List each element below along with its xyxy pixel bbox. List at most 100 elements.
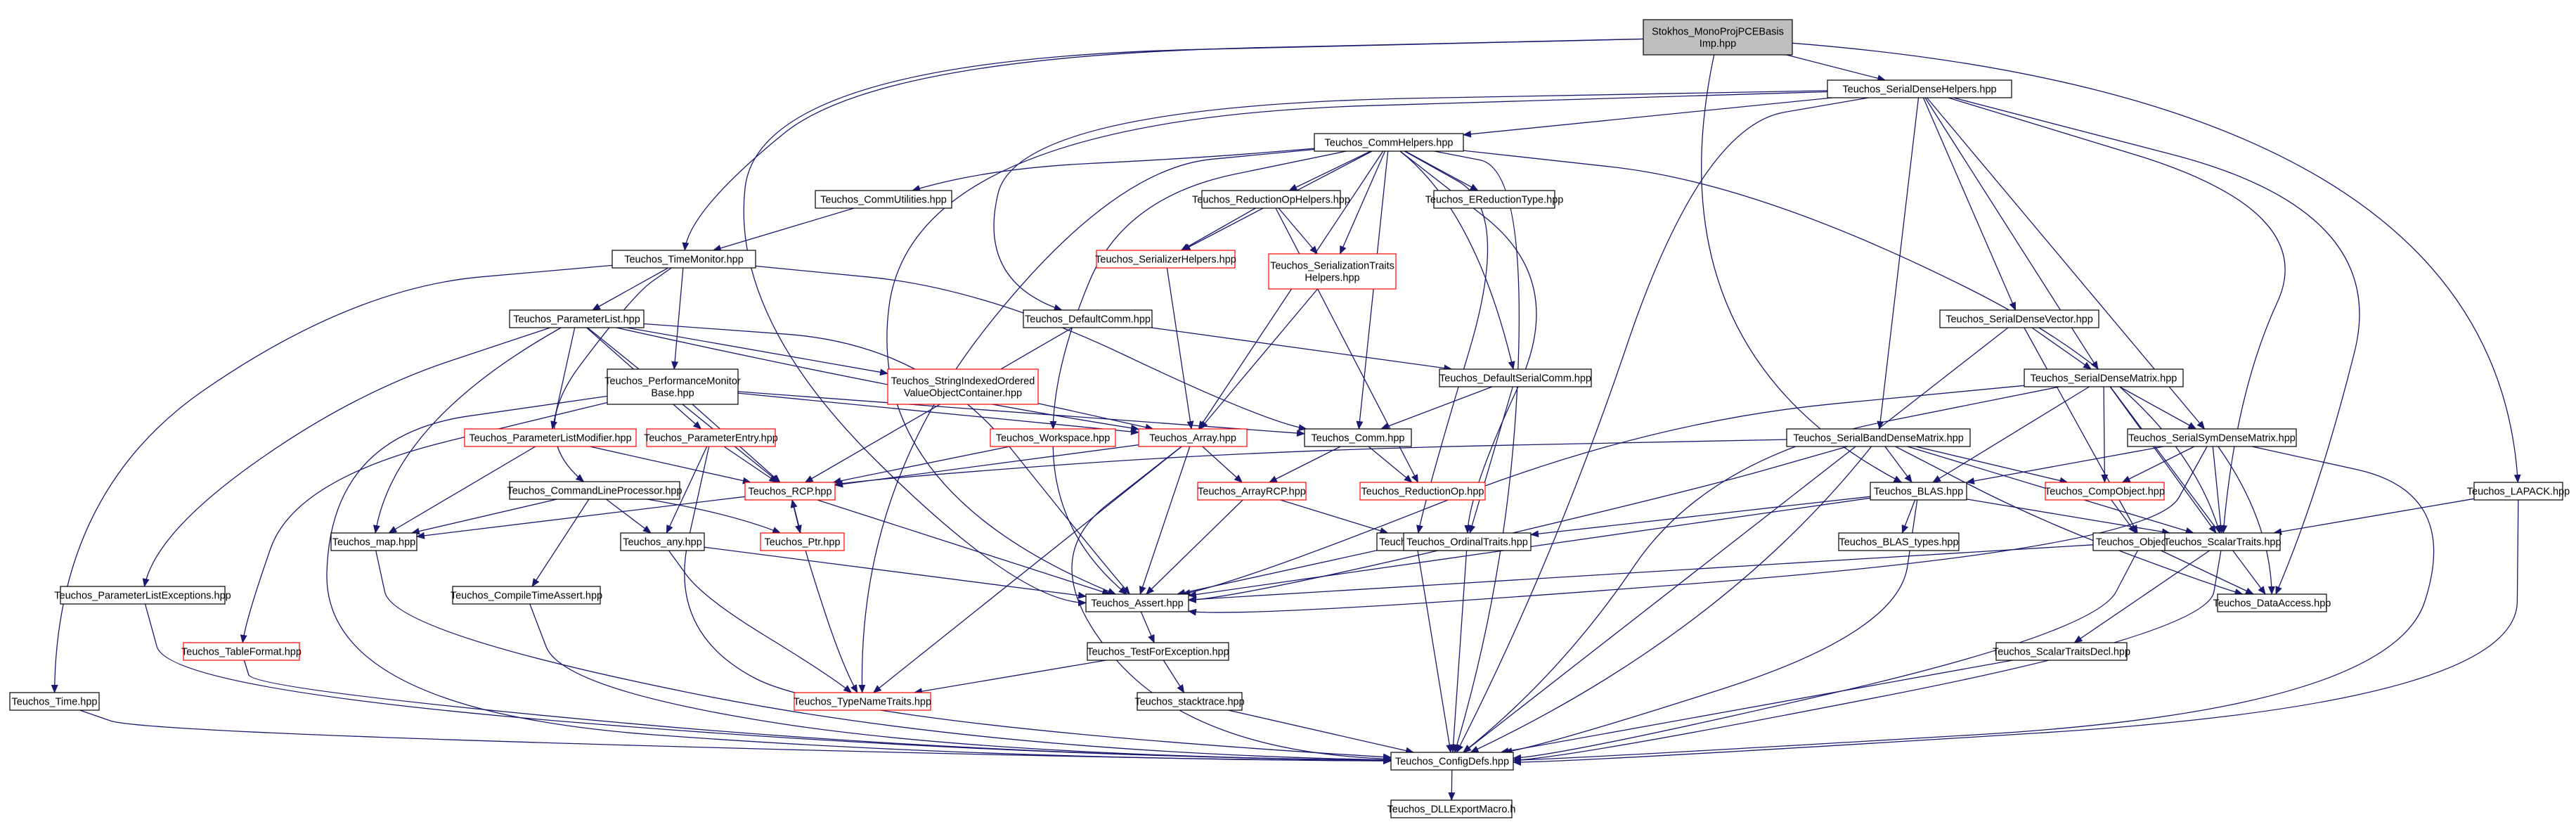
node-box <box>1786 428 1971 447</box>
node-label: Teuchos_TypeNameTraits.hpp <box>794 697 931 708</box>
edge-object-to-configdefs <box>1513 550 2138 761</box>
edge-timemonitor-to-commhpp <box>755 265 1307 432</box>
node-paramentry[interactable]: Teuchos_ParameterEntry.hpp <box>644 428 778 447</box>
edge-paramlist-to-plmodifier <box>550 327 576 430</box>
node-box <box>2045 482 2165 501</box>
node-layer: Stokhos_MonoProjPCEBasisImp.hppTeuchos_S… <box>9 19 2570 818</box>
edge-workspace-to-assert <box>1052 446 1127 595</box>
node-ptr[interactable]: Teuchos_Ptr.hpp <box>760 532 845 551</box>
node-paramlist[interactable]: Teuchos_ParameterList.hpp <box>509 309 645 328</box>
node-timemonitor[interactable]: Teuchos_TimeMonitor.hpp <box>611 250 756 269</box>
edge-configdefs-to-dllexport <box>1448 769 1456 801</box>
node-ordinaltraits[interactable]: Teuchos_OrdinalTraits.hpp <box>1403 532 1532 551</box>
node-label: Teuchos_ArrayRCP.hpp <box>1198 487 1306 498</box>
node-label: Base.hpp <box>651 388 694 399</box>
edge-lapack-to-scalartraits <box>2273 498 2475 536</box>
node-any[interactable]: Teuchos_any.hpp <box>620 532 705 551</box>
node-assert[interactable]: Teuchos_Assert.hpp <box>1085 593 1189 612</box>
node-cmdline[interactable]: Teuchos_CommandLineProcessor.hpp <box>507 481 682 500</box>
node-box <box>509 481 680 500</box>
node-ssdm[interactable]: Teuchos_SerialSymDenseMatrix.hpp <box>2127 428 2297 447</box>
edge-paramlist-to-map <box>373 327 562 534</box>
node-box <box>990 428 1116 447</box>
node-label: Teuchos_SerialBandDenseMatrix.hpp <box>1793 433 1964 444</box>
node-tableformat[interactable]: Teuchos_TableFormat.hpp <box>181 642 302 661</box>
node-sdv[interactable]: Teuchos_SerialDenseVector.hpp <box>1939 309 2099 328</box>
edge-array-to-assert <box>1139 446 1191 595</box>
edge-commhelpers-to-typenametraits <box>858 148 1315 693</box>
node-rcp[interactable]: Teuchos_RCP.hpp <box>744 482 836 501</box>
edge-ssdm-to-dataaccess <box>2218 446 2275 595</box>
edge-defaultcomm-to-defserialcomm <box>1151 327 1453 372</box>
node-box <box>452 586 601 605</box>
edge-layer <box>51 38 2521 801</box>
node-dllexport[interactable]: Teuchos_DLLExportMacro.h <box>1387 799 1516 818</box>
node-plmodifier[interactable]: Teuchos_ParameterListModifier.hpp <box>464 428 637 447</box>
node-label: Teuchos_CommHelpers.hpp <box>1325 138 1454 149</box>
node-plexceptions[interactable]: Teuchos_ParameterListExceptions.hpp <box>54 586 231 605</box>
node-blastypes[interactable]: Teuchos_BLAS_types.hpp <box>1838 532 1960 551</box>
node-lapack[interactable]: Teuchos_LAPACK.hpp <box>2467 482 2570 501</box>
node-box <box>2127 428 2297 447</box>
edge-sdv-to-sdm <box>2031 327 2092 370</box>
node-sdm[interactable]: Teuchos_SerialDenseMatrix.hpp <box>2024 368 2184 387</box>
node-blas[interactable]: Teuchos_BLAS.hpp <box>1870 482 1967 501</box>
node-label: Teuchos_DefaultSerialComm.hpp <box>1439 373 1591 385</box>
node-sbdm[interactable]: Teuchos_SerialBandDenseMatrix.hpp <box>1786 428 1971 447</box>
node-reductionophelpers[interactable]: Teuchos_ReductionOpHelpers.hpp <box>1192 190 1350 209</box>
node-box <box>464 428 637 447</box>
node-workspace[interactable]: Teuchos_Workspace.hpp <box>990 428 1116 447</box>
node-strindexed[interactable]: Teuchos_StringIndexedOrderedValueObjectC… <box>887 368 1039 405</box>
node-scalartraitsdecl[interactable]: Teuchos_ScalarTraitsDecl.hpp <box>1993 642 2130 661</box>
node-box <box>2217 593 2327 612</box>
node-reductionop[interactable]: Teuchos_ReductionOp.hpp <box>1359 482 1486 501</box>
node-serializerhelpers[interactable]: Teuchos_SerializerHelpers.hpp <box>1095 250 1236 269</box>
node-label: Teuchos_DataAccess.hpp <box>2213 598 2331 610</box>
node-arrayrcp[interactable]: Teuchos_ArrayRCP.hpp <box>1197 482 1307 501</box>
node-compobject[interactable]: Teuchos_CompObject.hpp <box>2045 482 2165 501</box>
edge-cmdline-to-any <box>606 499 652 534</box>
node-typenametraits[interactable]: Teuchos_TypeNameTraits.hpp <box>794 692 931 711</box>
edge-as-to-assert <box>1177 550 1378 596</box>
node-configdefs[interactable]: Teuchos_ConfigDefs.hpp <box>1390 752 1514 771</box>
edge-commhelpers-to-ereductiontype <box>1404 150 1479 191</box>
node-label: Teuchos_ReductionOpHelpers.hpp <box>1192 195 1350 206</box>
node-scalartraits[interactable]: Teuchos_ScalarTraits.hpp <box>2163 532 2281 551</box>
node-time[interactable]: Teuchos_Time.hpp <box>9 692 100 711</box>
node-map[interactable]: Teuchos_map.hpp <box>330 532 418 551</box>
node-defaultcomm[interactable]: Teuchos_DefaultComm.hpp <box>1023 309 1153 328</box>
edge-commhelpers-to-sertraitshelpers <box>1339 150 1386 255</box>
node-label: Teuchos_ParameterEntry.hpp <box>644 433 778 444</box>
edge-sbdm-to-configdefs <box>1470 446 1872 753</box>
edge-blas-to-blastypes <box>1901 499 1916 534</box>
node-dataaccess[interactable]: Teuchos_DataAccess.hpp <box>2213 593 2331 612</box>
edge-sdh-to-sbdm <box>1877 97 1920 430</box>
node-stacktrace[interactable]: Teuchos_stacktrace.hpp <box>1134 692 1245 711</box>
node-sdh[interactable]: Teuchos_SerialDenseHelpers.hpp <box>1827 79 2012 98</box>
node-defserialcomm[interactable]: Teuchos_DefaultSerialComm.hpp <box>1439 368 1592 387</box>
node-box <box>1137 692 1243 711</box>
node-commhpp[interactable]: Teuchos_Comm.hpp <box>1304 428 1412 447</box>
node-compiletimeassert[interactable]: Teuchos_CompileTimeAssert.hpp <box>451 586 602 605</box>
node-box <box>2024 368 2184 387</box>
node-label: Teuchos_Comm.hpp <box>1312 433 1405 444</box>
edge-compiletimeassert-to-configdefs <box>529 603 1392 764</box>
node-commutil[interactable]: Teuchos_CommUtilities.hpp <box>815 190 952 209</box>
edge-root-to-assert <box>743 38 1644 607</box>
node-array[interactable]: Teuchos_Array.hpp <box>1138 428 1248 447</box>
node-commhelpers[interactable]: Teuchos_CommHelpers.hpp <box>1314 133 1464 152</box>
node-label: Teuchos_ScalarTraits.hpp <box>2163 537 2281 548</box>
node-ereductiontype[interactable]: Teuchos_EReductionType.hpp <box>1425 190 1564 209</box>
edge-ptr-to-rcp <box>790 499 801 534</box>
edge-sdv-to-object <box>2024 327 2138 534</box>
edge-paramentry-to-rcp <box>723 446 778 483</box>
node-testforexception[interactable]: Teuchos_TestForException.hpp <box>1087 642 1229 661</box>
edge-commhpp-to-arrayrcp <box>1268 446 1341 483</box>
node-box <box>1085 593 1189 612</box>
edge-sdm-to-ssdm <box>2119 386 2197 430</box>
node-box <box>509 309 645 328</box>
node-label: Teuchos_SerialDenseMatrix.hpp <box>2031 373 2177 385</box>
